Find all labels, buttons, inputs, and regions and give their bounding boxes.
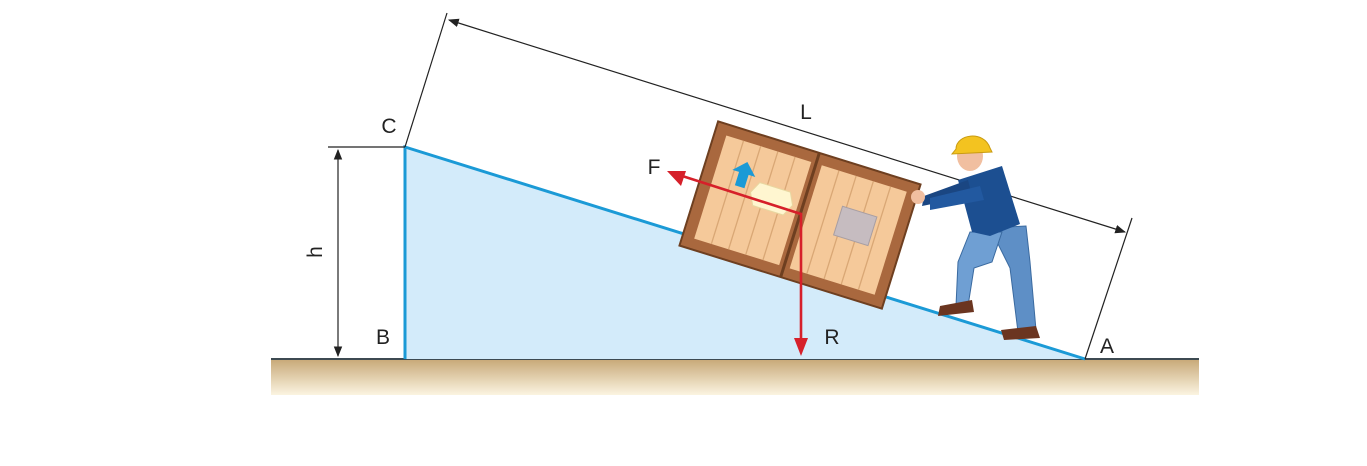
force-vectors — [667, 171, 808, 356]
worker-front-leg — [955, 231, 1003, 307]
length-arrow — [447, 18, 1127, 234]
force-r-arrowhead — [794, 338, 808, 356]
label-vertex-c: C — [381, 115, 396, 138]
label-length: L — [800, 101, 812, 124]
height-dimension — [328, 146, 405, 358]
up-arrow-icon — [732, 161, 756, 189]
worker-front-shoe — [938, 300, 974, 316]
vector-path — [675, 172, 803, 348]
label-force: F — [648, 156, 661, 179]
length-dimension — [404, 12, 1133, 360]
ground — [271, 358, 1199, 395]
worker-helmet — [950, 135, 993, 155]
worker-hand — [911, 190, 925, 204]
worker-back-shoe — [1001, 326, 1040, 340]
label-vertex-b: B — [376, 326, 390, 349]
label-vertex-a: A — [1100, 335, 1114, 358]
worker — [911, 135, 1040, 340]
worker-torso — [958, 166, 1020, 236]
label-resistance: R — [824, 326, 839, 349]
crate-label-side — [832, 205, 878, 247]
ground-fill — [271, 359, 1199, 395]
label-height: h — [304, 246, 327, 258]
length-extension-top — [404, 12, 448, 148]
length-extension-bottom — [1084, 217, 1133, 360]
force-f-arrowhead — [667, 171, 686, 186]
worker-arm-front — [930, 186, 984, 210]
